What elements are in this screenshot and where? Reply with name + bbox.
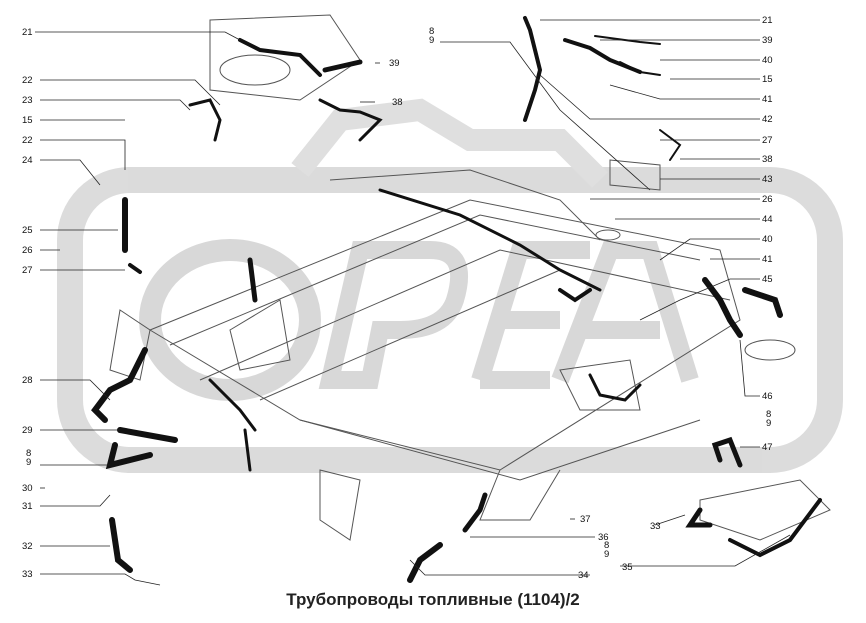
callout-23: 23 <box>22 95 33 106</box>
callout-27: 27 <box>762 135 773 146</box>
fuel-pipes <box>91 16 822 583</box>
callout-35: 35 <box>622 562 633 573</box>
callout-33: 33 <box>22 569 33 580</box>
callout-30: 30 <box>22 483 33 494</box>
callout-38: 38 <box>762 154 773 165</box>
callout-21: 21 <box>22 27 33 38</box>
vehicle-frame <box>109 14 831 541</box>
callout-26: 26 <box>22 245 33 256</box>
callout-24: 24 <box>22 155 33 166</box>
watermark <box>57 98 843 473</box>
callout-37: 37 <box>580 514 591 525</box>
callout-43: 43 <box>762 174 773 185</box>
callout-39: 39 <box>389 58 400 69</box>
callout-32: 32 <box>22 541 33 552</box>
callout-22: 22 <box>22 135 33 146</box>
callout-25: 25 <box>22 225 33 236</box>
callout-40: 40 <box>762 55 773 66</box>
callout-41: 41 <box>762 94 773 105</box>
callout-36: 36 <box>598 532 609 543</box>
callout-47: 47 <box>762 442 773 453</box>
callout-26: 26 <box>762 194 773 205</box>
callout-21: 21 <box>762 15 773 26</box>
callout-39: 39 <box>762 35 773 46</box>
callout-28: 28 <box>22 375 33 386</box>
diagram-title: Трубопроводы топливные (1104)/2 <box>286 590 580 609</box>
callout-34: 34 <box>578 570 589 581</box>
callout-46: 46 <box>762 391 773 402</box>
callout-22: 22 <box>22 75 33 86</box>
leader-lines <box>35 19 791 586</box>
callout-15: 15 <box>22 115 33 126</box>
callout-27: 27 <box>22 265 33 276</box>
callout-31: 31 <box>22 501 33 512</box>
callout-44: 44 <box>762 214 773 225</box>
callout-45: 45 <box>762 274 773 285</box>
callout-41: 41 <box>762 254 773 265</box>
callout-42: 42 <box>762 114 773 125</box>
callout-38: 38 <box>392 97 403 108</box>
callout-33: 33 <box>650 521 661 532</box>
callout-15: 15 <box>762 74 773 85</box>
callout-40: 40 <box>762 234 773 245</box>
callout-29: 29 <box>22 425 33 436</box>
